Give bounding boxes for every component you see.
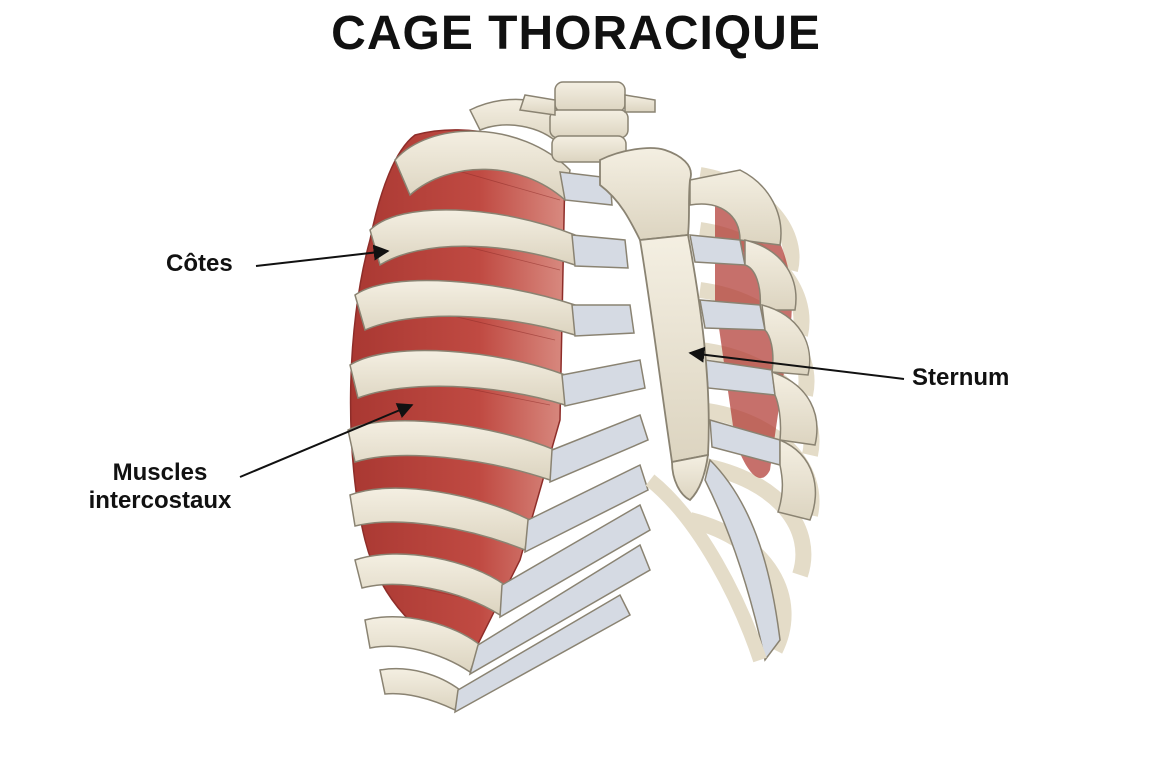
label-muscles-line2: intercostaux <box>64 487 256 515</box>
page-title: CAGE THORACIQUE <box>0 4 1152 64</box>
label-muscles-line1: Muscles <box>64 459 256 487</box>
label-sternum: Sternum <box>912 364 1009 392</box>
label-muscles-intercostaux: Muscles intercostaux <box>64 459 256 515</box>
label-cotes: Côtes <box>166 250 233 278</box>
